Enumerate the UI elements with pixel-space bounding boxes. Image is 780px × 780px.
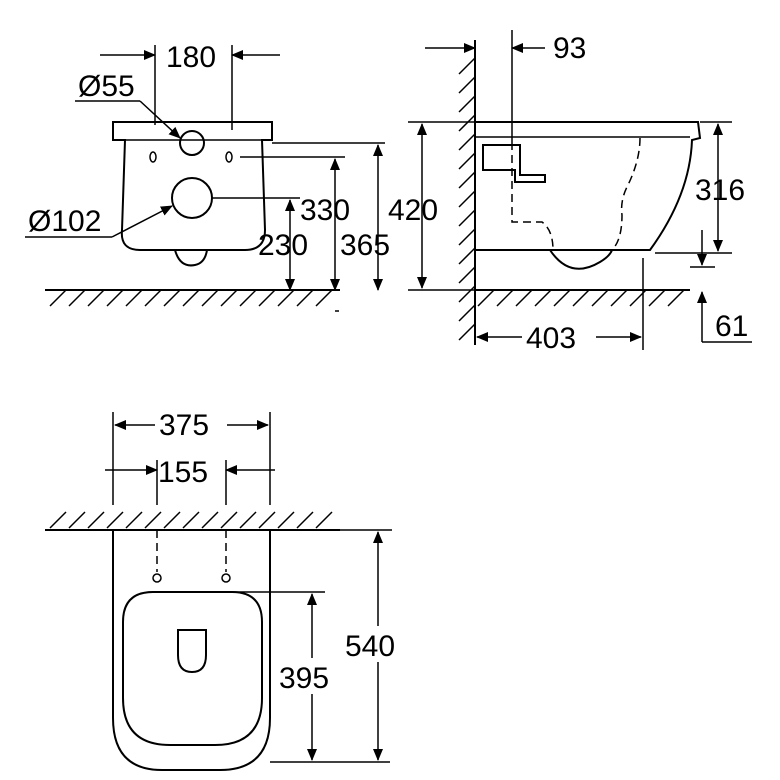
hatch-stroke <box>49 289 67 307</box>
dim-420-label: 420 <box>388 194 438 227</box>
front-bowl-outline <box>112 121 273 251</box>
hatch-stroke <box>458 133 476 151</box>
hatch-stroke <box>87 511 105 529</box>
hatch-stroke <box>239 289 257 307</box>
hatch-stroke <box>496 289 514 307</box>
dim-93-label: 93 <box>553 32 586 65</box>
outlet-circle <box>179 130 205 156</box>
hatch-stroke <box>458 95 476 113</box>
top-inner-bowl <box>177 629 207 674</box>
hatch-stroke <box>277 289 295 307</box>
side-floor-hatch <box>477 289 685 307</box>
hatch-stroke <box>106 511 124 529</box>
dim-540-label: 540 <box>345 630 395 663</box>
hatch-stroke <box>591 289 609 307</box>
dim-395-label-bg <box>276 658 348 694</box>
dim-403-label-bg <box>522 318 596 354</box>
hatch-stroke <box>458 266 476 284</box>
hatch-stroke <box>296 289 314 307</box>
hatch-stroke <box>553 289 571 307</box>
front-view: 180 Ø55 Ø102 230 330 365 <box>25 41 390 312</box>
hatch-stroke <box>144 511 162 529</box>
hatch-stroke <box>534 289 552 307</box>
hatch-stroke <box>258 289 276 307</box>
hatch-stroke <box>163 511 181 529</box>
hatch-stroke <box>296 511 314 529</box>
dim-d102-leader <box>111 205 173 238</box>
dim-395-label: 395 <box>279 662 329 695</box>
dim-316-label: 316 <box>695 174 745 207</box>
hatch-stroke <box>458 285 476 303</box>
hatch-stroke <box>458 190 476 208</box>
side-trap-dashed <box>511 137 641 251</box>
dim-61-label: 61 <box>715 310 748 343</box>
hatch-stroke <box>458 323 476 341</box>
hatch-stroke <box>239 511 257 529</box>
front-bolt-hole-right <box>225 151 233 163</box>
hatch-stroke <box>277 511 295 529</box>
dim-d55-label: Ø55 <box>78 70 135 103</box>
dim-180-label: 180 <box>166 41 216 74</box>
hatch-stroke <box>458 304 476 322</box>
dim-d102-label: Ø102 <box>28 205 101 238</box>
hatch-stroke <box>458 57 476 75</box>
dim-d55-leader <box>139 100 181 139</box>
dim-330-label: 330 <box>300 194 350 227</box>
hatch-stroke <box>125 289 143 307</box>
hatch-stroke <box>610 289 628 307</box>
inlet-circle <box>171 177 213 219</box>
front-outlet-bulge <box>174 249 208 267</box>
hatch-stroke <box>667 289 685 307</box>
side-bowl-outline <box>475 121 702 251</box>
hatch-stroke <box>220 511 238 529</box>
dim-230-label: 230 <box>258 229 308 262</box>
hatch-stroke <box>182 289 200 307</box>
hatch-stroke <box>572 289 590 307</box>
dim-155-label: 155 <box>158 456 208 489</box>
hatch-stroke <box>258 511 276 529</box>
hatch-stroke <box>144 289 162 307</box>
hatch-stroke <box>201 511 219 529</box>
side-wall-hatch <box>458 57 476 341</box>
top-bowl-outline <box>112 530 271 771</box>
hatch-stroke <box>49 511 67 529</box>
dim-540-label-bg <box>342 626 414 662</box>
hatch-stroke <box>458 171 476 189</box>
hatch-stroke <box>458 228 476 246</box>
hatch-stroke <box>515 289 533 307</box>
hatch-stroke <box>106 289 124 307</box>
hatch-stroke <box>87 289 105 307</box>
hatch-stroke <box>477 289 495 307</box>
hatch-stroke <box>68 289 86 307</box>
hatch-stroke <box>458 152 476 170</box>
top-bolt-hole-left <box>152 573 162 583</box>
side-inlet-connector <box>482 144 546 183</box>
hatch-stroke <box>458 209 476 227</box>
hatch-stroke <box>182 511 200 529</box>
hatch-stroke <box>458 76 476 94</box>
top-view: 375 155 395 540 <box>45 405 414 771</box>
top-seat-opening <box>122 591 263 746</box>
hatch-stroke <box>68 511 86 529</box>
hatch-stroke <box>458 114 476 132</box>
hatch-stroke <box>125 511 143 529</box>
dim-375-label-bg <box>155 405 227 439</box>
hatch-stroke <box>220 289 238 307</box>
hatch-stroke <box>315 511 333 529</box>
side-view: 93 420 316 403 61 <box>388 30 752 355</box>
hatch-stroke <box>315 289 333 307</box>
hatch-stroke <box>648 289 666 307</box>
dim-403-label: 403 <box>526 322 576 355</box>
front-bolt-hole-left <box>149 151 157 163</box>
front-floor-hatch <box>49 289 333 307</box>
hatch-stroke <box>163 289 181 307</box>
top-wall-hatch <box>49 511 333 529</box>
dim-375-label: 375 <box>159 409 209 442</box>
hatch-stroke <box>458 247 476 265</box>
side-outlet-curve <box>549 249 613 270</box>
hatch-stroke <box>201 289 219 307</box>
top-bolt-hole-right <box>221 573 231 583</box>
dim-365-label: 365 <box>340 229 390 262</box>
